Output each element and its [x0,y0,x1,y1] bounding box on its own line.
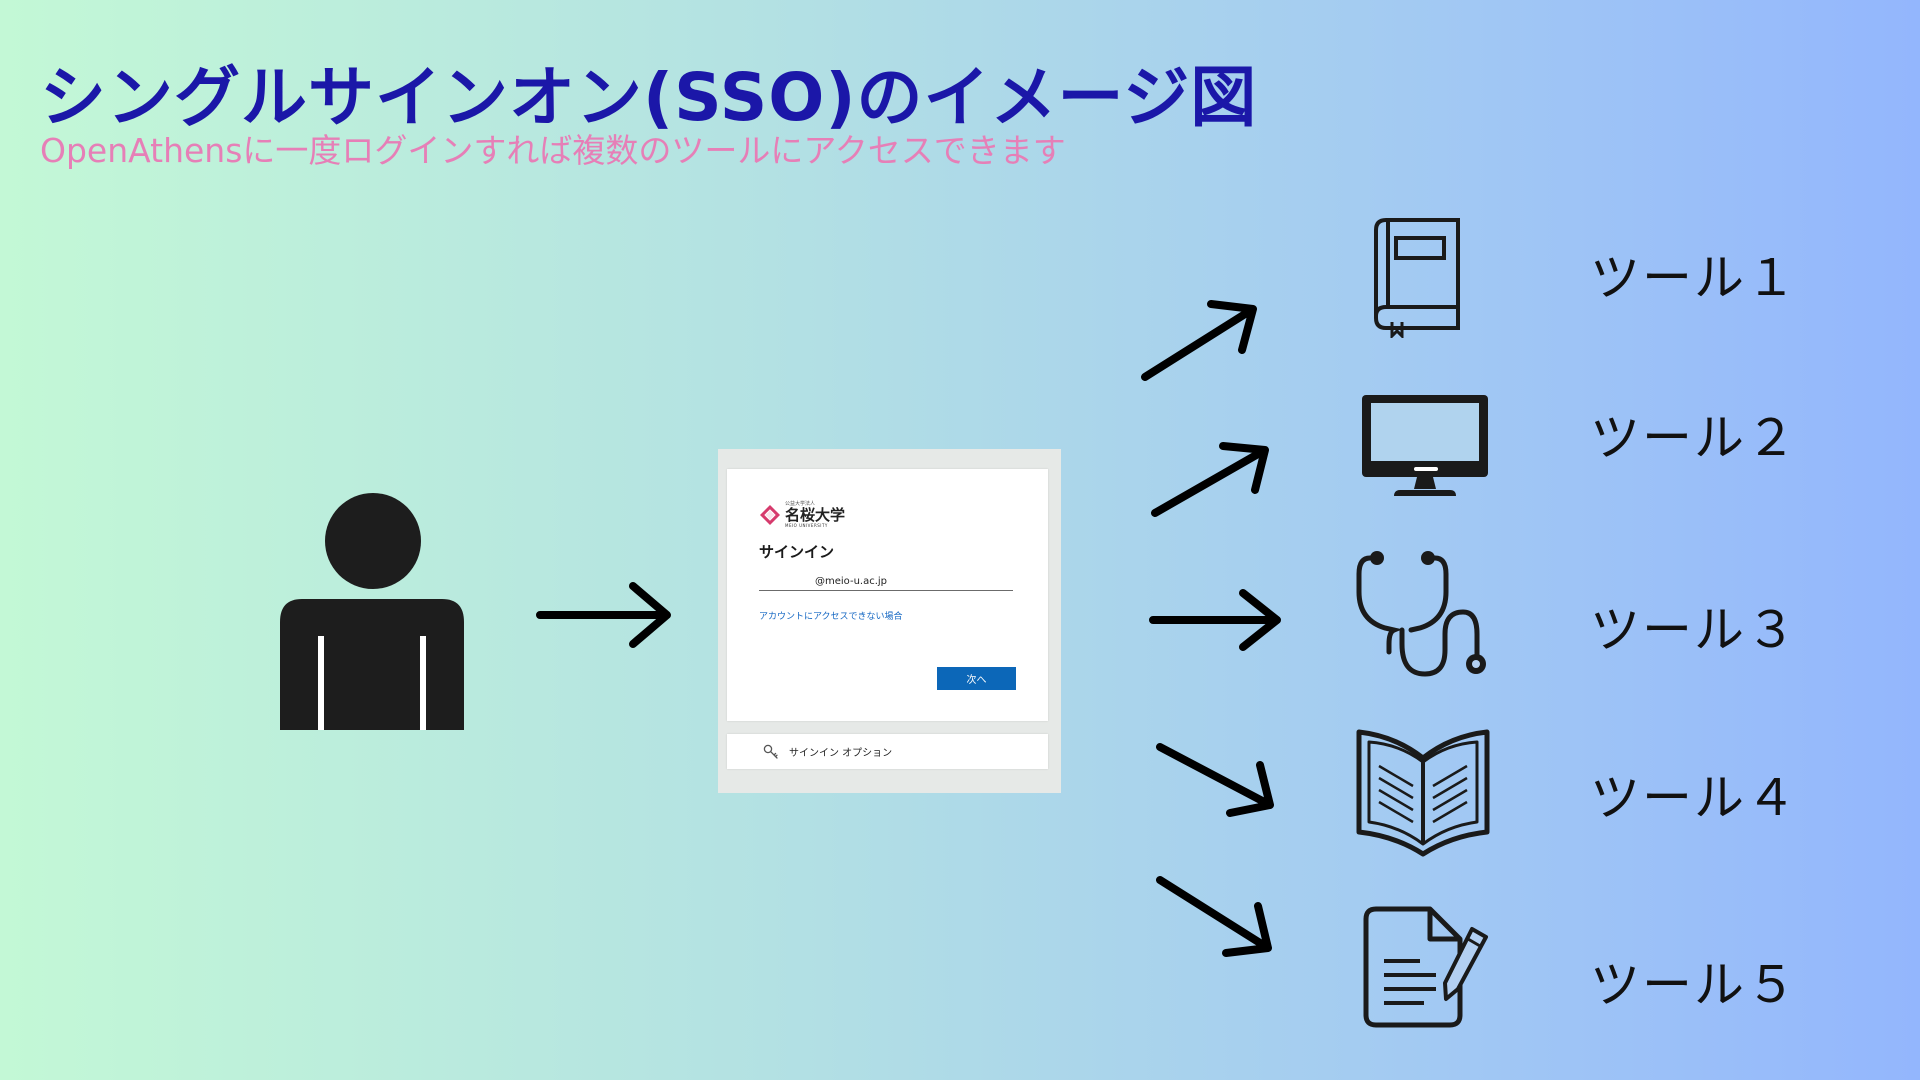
logo-small-text: 公益大学法人 [785,501,816,507]
open-book-icon [1356,729,1490,857]
university-logo-mark [760,504,780,525]
logo-name: 名桜大学 [785,506,846,524]
page-title: シングルサインオン(SSO)のイメージ図 [40,59,1258,136]
logo-english-name: MEIO UNIVERSITY [785,523,828,528]
tool-label-5: ツール５ [1590,956,1798,1014]
signin-screenshot: 公益大学法人 名桜大学 MEIO UNIVERSITY サインイン アカウントに… [718,449,1061,793]
arrow-to-tool-5 [1156,876,1272,957]
key-icon [763,744,778,759]
signin-heading: サインイン [759,543,835,561]
signin-options-label: サインイン オプション [789,748,893,759]
computer-monitor-icon [1362,395,1488,496]
arrow-to-tool-4 [1156,743,1274,817]
closed-book-icon [1374,218,1460,338]
email-field[interactable] [759,573,1013,591]
arrow-to-tool-2 [1151,442,1269,517]
tool-label-2: ツール２ [1590,409,1798,467]
next-button[interactable]: 次へ [937,667,1016,690]
tool-label-3: ツール３ [1590,601,1798,659]
page-subtitle: OpenAthensに一度ログインすれば複数のツールにアクセスできます [40,131,1066,170]
tool-label-4: ツール４ [1590,769,1798,827]
signin-panel: 公益大学法人 名桜大学 MEIO UNIVERSITY サインイン アカウントに… [727,469,1048,721]
document-pen-icon [1363,906,1488,1028]
arrow-to-signin [536,582,671,648]
cant-access-link[interactable]: アカウントにアクセスできない場合 [759,612,903,622]
user-icon [280,493,464,730]
university-logo: 公益大学法人 名桜大学 MEIO UNIVERSITY [759,501,845,528]
arrow-to-tool-1 [1141,300,1257,381]
stethoscope-icon [1356,551,1486,677]
signin-options-button[interactable]: サインイン オプション [727,734,1048,769]
arrow-to-tool-3 [1149,589,1281,651]
tool-label-1: ツール１ [1590,249,1798,307]
